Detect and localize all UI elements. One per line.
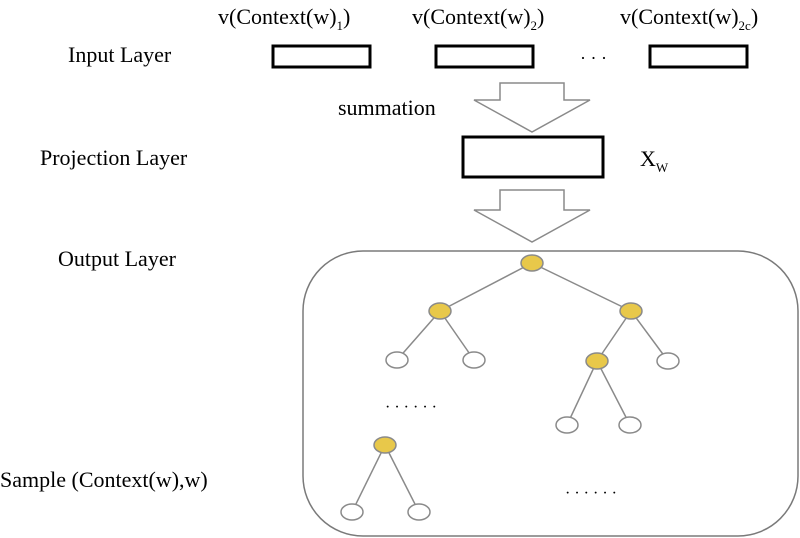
tree-leaf-node [407,503,431,521]
tree-edge [566,360,598,426]
summation-label: summation [338,95,436,120]
tree-ellipsis-right: · · · · · · [565,485,617,502]
sample-label: Sample (Context(w),w) [0,467,208,492]
internal-nodes [373,254,643,454]
tree-edge [596,310,632,362]
tree-edge [596,360,631,426]
tree-leaf-node [385,351,409,369]
tree-leaf-node [656,352,680,370]
tree-edges [351,262,669,513]
projection-output-label: XW [640,146,669,175]
tree-leaf-node [555,416,579,434]
tree-internal-node [428,302,452,320]
input-vector-label-2: v(Context(w)2) [412,4,544,33]
input-vector-box-2c [648,44,749,69]
output-frame [302,250,799,537]
input-layer-label: Input Layer [68,42,172,67]
summation-arrow [473,82,591,133]
output-layer-label: Output Layer [58,246,177,271]
tree-root-node [520,254,544,272]
tree-edge [531,262,632,312]
leaf-nodes [340,351,680,521]
tree-leaf-node [340,503,364,521]
tree-edge [439,310,475,361]
tree-ellipsis-left: · · · · · · [385,399,437,416]
projection-layer-label: Projection Layer [40,145,188,170]
tree-edge [630,310,669,362]
input-vector-label-2c: v(Context(w)2c) [620,4,758,33]
tree-edge [384,444,420,513]
tree-leaf-node [462,351,486,369]
tree-edge [396,310,441,361]
output-arrow [473,189,591,243]
tree-internal-node [619,302,643,320]
tree-leaf-node [618,416,642,434]
input-vector-box-2 [434,44,535,69]
projection-box [461,135,605,179]
tree-edge [439,262,533,312]
tree-internal-node [373,436,397,454]
input-ellipsis: · · · [580,48,607,68]
input-vector-label-1: v(Context(w)1) [218,4,350,33]
tree-internal-node [585,352,609,370]
tree-edge [351,444,386,513]
input-vector-box-1 [271,44,372,69]
